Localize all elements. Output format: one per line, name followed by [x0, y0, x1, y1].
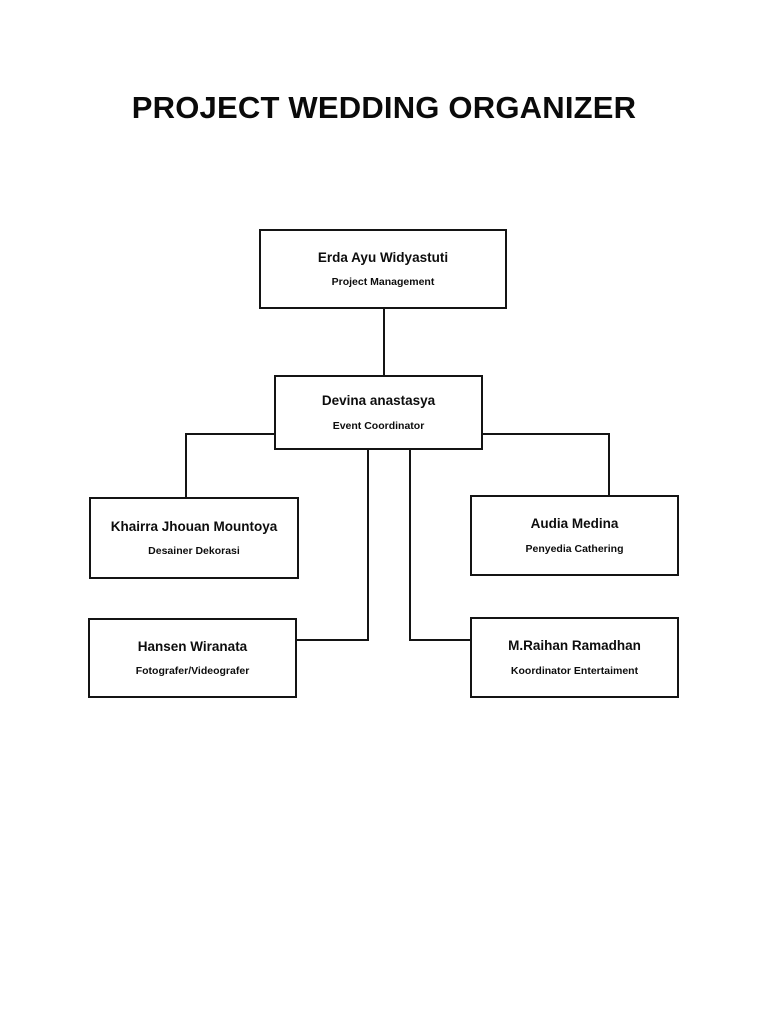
- org-node-desainer-dekorasi[interactable]: Khairra Jhouan Mountoya Desainer Dekoras…: [89, 497, 299, 579]
- org-node-name: Erda Ayu Widyastuti: [317, 249, 449, 265]
- connector-event-coordinator-to-decor-horizontal: [185, 433, 276, 435]
- connector-pm-to-event-coordinator: [383, 307, 385, 377]
- connector-event-coordinator-to-catering-vertical: [608, 433, 610, 497]
- connector-event-coordinator-to-photographer-horizontal: [295, 639, 369, 641]
- org-node-name: M.Raihan Ramadhan: [508, 638, 641, 654]
- org-node-project-management[interactable]: Erda Ayu Widyastuti Project Management: [259, 229, 507, 309]
- org-node-name: Hansen Wiranata: [137, 638, 248, 654]
- org-node-fotografer-videografer[interactable]: Hansen Wiranata Fotografer/Videografer: [88, 618, 297, 698]
- org-node-koordinator-entertainment[interactable]: M.Raihan Ramadhan Koordinator Entertaime…: [470, 617, 679, 698]
- connector-event-coordinator-to-photographer-vertical: [367, 448, 369, 641]
- org-node-role: Event Coordinator: [332, 419, 425, 432]
- org-node-name: Devina anastasya: [321, 393, 436, 409]
- org-node-name: Khairra Jhouan Mountoya: [110, 518, 278, 534]
- org-node-role: Project Management: [331, 276, 435, 289]
- connector-event-coordinator-to-catering-horizontal: [481, 433, 610, 435]
- connector-event-coordinator-to-entertainment-vertical: [409, 448, 411, 641]
- connector-event-coordinator-to-entertainment-horizontal: [409, 639, 472, 641]
- org-node-penyedia-catering[interactable]: Audia Medina Penyedia Cathering: [470, 495, 679, 576]
- org-node-role: Penyedia Cathering: [525, 542, 624, 555]
- org-node-name: Audia Medina: [530, 516, 619, 532]
- org-node-event-coordinator[interactable]: Devina anastasya Event Coordinator: [274, 375, 483, 450]
- connector-event-coordinator-to-decor-vertical: [185, 433, 187, 499]
- org-node-role: Desainer Dekorasi: [148, 545, 240, 558]
- org-node-role: Koordinator Entertaiment: [510, 664, 639, 677]
- org-node-role: Fotografer/Videografer: [135, 665, 250, 678]
- page-title: PROJECT WEDDING ORGANIZER: [131, 90, 637, 125]
